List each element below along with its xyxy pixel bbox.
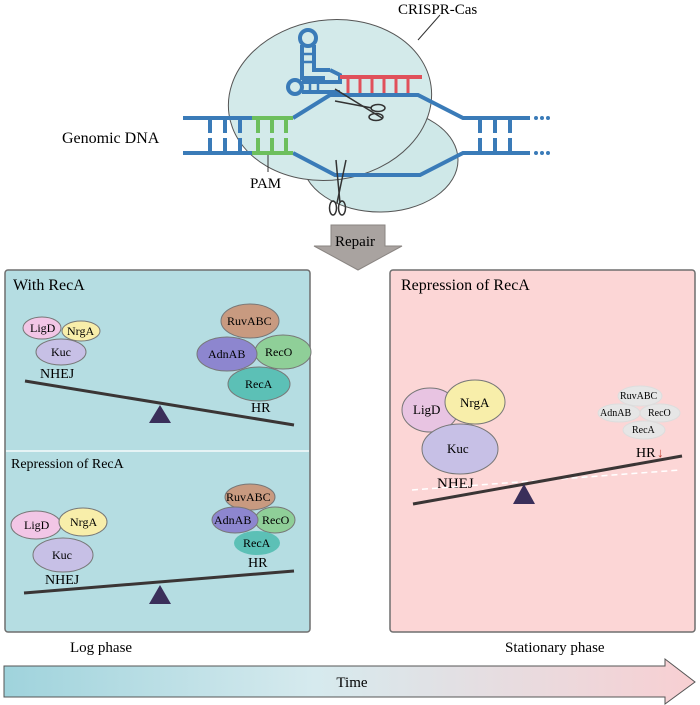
reca-label: RecA xyxy=(632,425,656,436)
nrga-label: NrgA xyxy=(70,515,97,529)
hr-complex-top: RuvABC AdnAB RecO RecA HR xyxy=(196,303,312,416)
nhej-label: NHEJ xyxy=(45,573,80,588)
balance-beam xyxy=(24,379,295,427)
ruvabc-label: RuvABC xyxy=(227,314,272,328)
ligd-label: LigD xyxy=(30,321,56,335)
repression-title-left: Repression of RecA xyxy=(11,457,125,472)
crispr-cas-complex: CRISPR-Cas xyxy=(62,2,550,216)
reco-label: RecO xyxy=(262,513,290,527)
time-label: Time xyxy=(336,675,367,691)
log-phase-panel: With RecA Repression of RecA LigD NrgA K… xyxy=(4,269,312,633)
pam-label: PAM xyxy=(250,176,281,192)
ruvabc-label: RuvABC xyxy=(620,391,658,402)
nhej-complex-top: LigD NrgA Kuc NHEJ xyxy=(22,316,101,382)
hr-complex-bottom: RuvABC AdnAB RecO RecA HR xyxy=(211,483,296,571)
decrease-arrow-icon: ↓ xyxy=(657,445,664,460)
log-phase-caption: Log phase xyxy=(70,640,132,656)
nrga-label: NrgA xyxy=(460,395,490,410)
hr-label: HR xyxy=(636,446,656,461)
adnab-label: AdnAB xyxy=(600,408,631,419)
cas-label-leader xyxy=(417,14,441,41)
kuc-label: Kuc xyxy=(51,345,71,359)
stationary-phase-caption: Stationary phase xyxy=(505,640,605,656)
time-arrow: Time xyxy=(3,657,696,705)
with-reca-title: With RecA xyxy=(13,277,85,294)
hr-label: HR xyxy=(251,401,271,416)
reco-label: RecO xyxy=(648,408,671,419)
adnab-label: AdnAB xyxy=(208,347,245,361)
nrga-label: NrgA xyxy=(67,324,94,338)
nhej-label: NHEJ xyxy=(437,476,474,492)
cas-protein-upper-lobe xyxy=(227,19,433,181)
dna-continuation-dots xyxy=(534,116,550,155)
fulcrum-icon xyxy=(513,484,535,504)
kuc-label: Kuc xyxy=(447,441,469,456)
fulcrum-icon xyxy=(149,585,171,604)
hr-label: HR xyxy=(248,556,268,571)
reco-label: RecO xyxy=(265,345,293,359)
balance-beam xyxy=(23,569,295,595)
ligd-label: LigD xyxy=(413,402,440,417)
reca-label: RecA xyxy=(243,536,271,550)
pam-region xyxy=(252,116,293,155)
reca-label: RecA xyxy=(245,377,273,391)
scissors-icon xyxy=(334,88,386,122)
repair-label: Repair xyxy=(335,234,375,250)
fulcrum-icon xyxy=(149,405,171,423)
balance-beam xyxy=(412,454,683,506)
cas-label: CRISPR-Cas xyxy=(398,2,477,18)
hr-complex-right-faded: RuvABC AdnAB RecO RecA HR ↓ xyxy=(597,385,681,461)
repression-title-right: Repression of RecA xyxy=(401,277,530,294)
stationary-phase-panel: Repression of RecA LigD NrgA Kuc NHEJ Ru… xyxy=(389,269,696,633)
nhej-complex-right: LigD NrgA Kuc NHEJ xyxy=(401,379,506,492)
rna-dna-heteroduplex xyxy=(340,75,422,93)
adnab-label: AdnAB xyxy=(214,513,251,527)
repair-arrow: Repair xyxy=(313,224,403,271)
scissors-icon xyxy=(328,159,347,216)
nhej-complex-bottom: LigD NrgA Kuc NHEJ xyxy=(10,507,108,588)
ruvabc-label: RuvABC xyxy=(226,490,271,504)
genomic-dna-label: Genomic DNA xyxy=(62,130,160,147)
nhej-label: NHEJ xyxy=(40,367,75,382)
ligd-label: LigD xyxy=(24,518,50,532)
kuc-label: Kuc xyxy=(52,548,72,562)
